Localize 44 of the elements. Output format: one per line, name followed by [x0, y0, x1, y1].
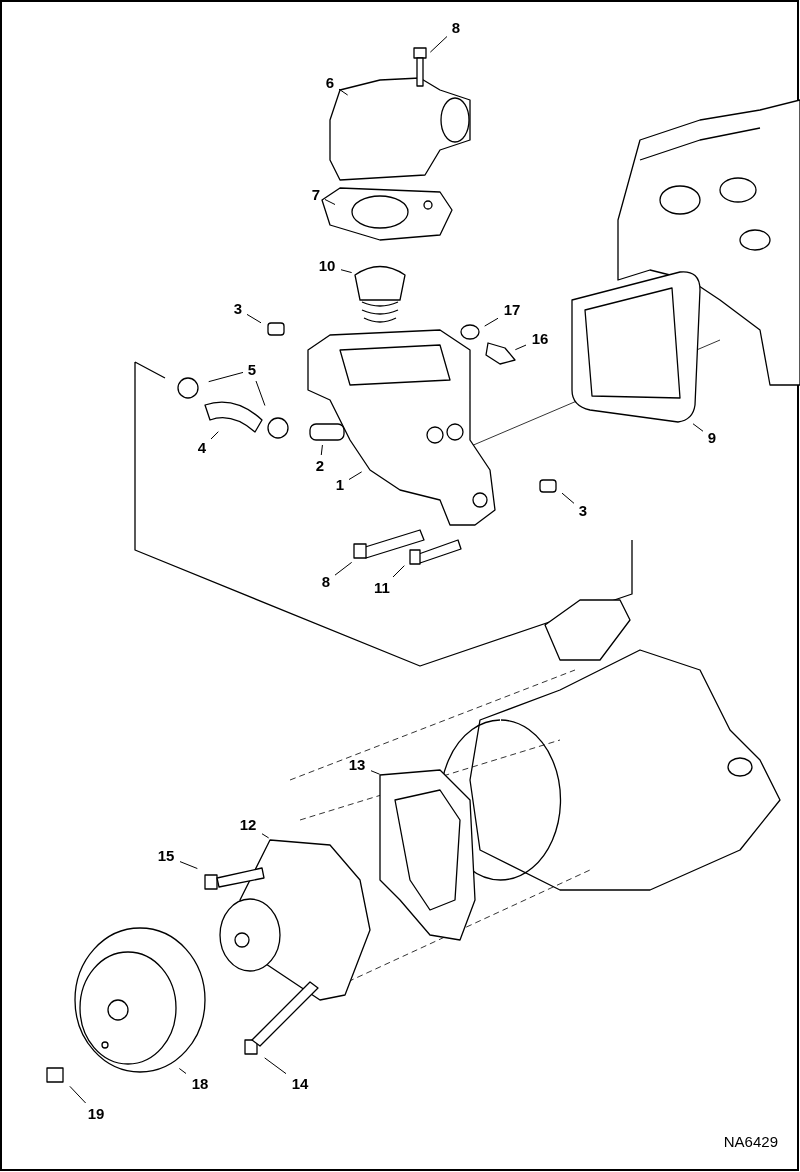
leader-line: [692, 423, 704, 432]
callout-number: 11: [370, 579, 394, 597]
leader-line: [370, 770, 381, 775]
callout-number: 3: [231, 300, 245, 318]
leader-line: [392, 565, 405, 578]
leader-line: [348, 471, 363, 481]
leader-line: [340, 269, 353, 274]
callout-number: 15: [154, 847, 178, 865]
callout-number: 5: [245, 361, 259, 379]
callout-number: 8: [319, 573, 333, 591]
callout-number: 17: [500, 301, 524, 319]
leader-line: [338, 88, 349, 96]
callout-number: 14: [288, 1075, 312, 1093]
leader-line: [561, 492, 575, 504]
leader-line: [264, 1057, 287, 1075]
leader-line: [179, 861, 198, 870]
callout-number: 1: [333, 476, 347, 494]
leader-line: [255, 380, 266, 407]
leader-line: [246, 313, 262, 324]
callout-number: 6: [323, 74, 337, 92]
callout-number: 10: [315, 257, 339, 275]
leader-line: [208, 371, 244, 383]
leader-line: [429, 35, 448, 53]
leader-line: [178, 1068, 187, 1074]
leader-line: [69, 1085, 87, 1104]
leader-line: [261, 833, 270, 839]
leader-line: [320, 444, 323, 456]
callout-number: 12: [236, 816, 260, 834]
callout-number: 7: [309, 186, 323, 204]
drawing-number: NA6429: [723, 1133, 778, 1150]
callout-number: 13: [345, 756, 369, 774]
leader-line: [334, 561, 353, 576]
callout-number: 18: [188, 1075, 212, 1093]
callout-number: 3: [576, 502, 590, 520]
callout-number: 2: [313, 457, 327, 475]
callout-number: 4: [195, 439, 209, 457]
callout-number: 8: [449, 19, 463, 37]
callout-number: 16: [528, 330, 552, 348]
leader-line: [324, 199, 336, 205]
leader-line: [210, 431, 219, 440]
callout-number: 19: [84, 1105, 108, 1123]
leader-line: [484, 317, 499, 327]
leader-line: [514, 344, 527, 351]
callout-number: 9: [705, 429, 719, 447]
